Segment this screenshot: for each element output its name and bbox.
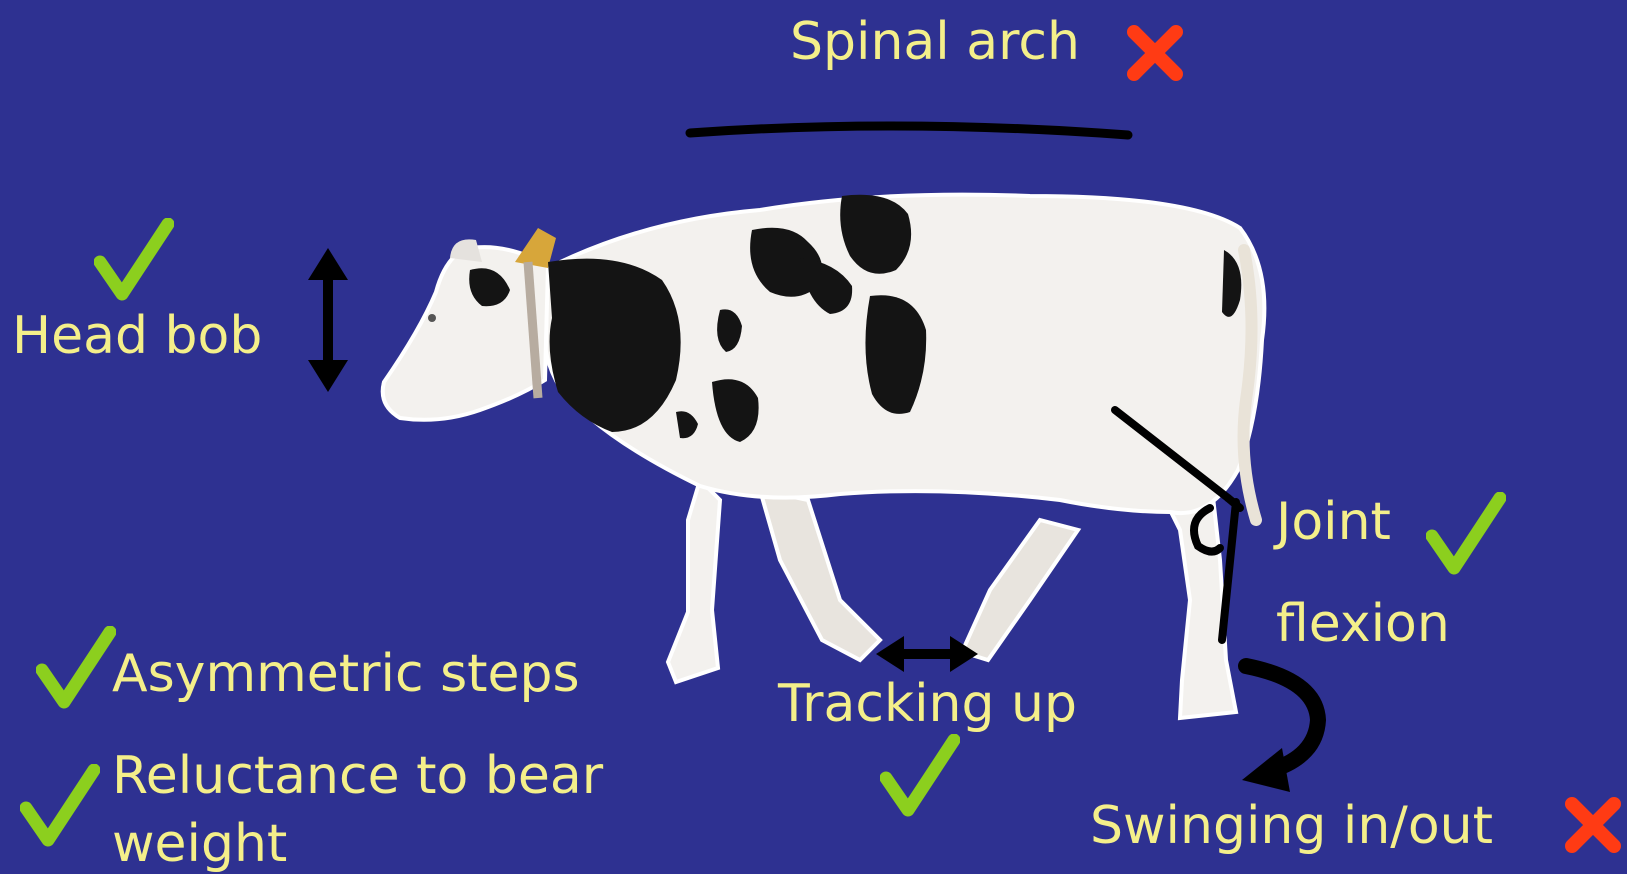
swinging-label: Swinging in/out — [1090, 800, 1493, 852]
swinging-cross-icon — [1564, 796, 1622, 854]
head-bob-arrow — [308, 248, 348, 392]
tracking-up-arrow — [876, 636, 978, 672]
cow-illustration — [383, 195, 1265, 718]
spinal-arch-label: Spinal arch — [790, 16, 1080, 68]
cow-front-leg — [668, 480, 720, 682]
spinal-arch-cross-icon — [1126, 24, 1184, 82]
reluctance-label-line2: weight — [112, 818, 287, 870]
tracking-up-label: Tracking up — [778, 678, 1077, 730]
head-bob-label: Head bob — [12, 310, 262, 362]
joint-label: Joint — [1276, 496, 1391, 548]
spinal-arch-line — [690, 126, 1128, 135]
joint-check-icon — [1426, 492, 1506, 576]
swinging-arrow — [1242, 666, 1318, 792]
head-bob-check-icon — [94, 218, 174, 302]
cow-front-leg-rear — [760, 490, 880, 660]
cow-head — [383, 247, 548, 420]
reluctance-check-icon — [20, 764, 100, 848]
asymmetric-steps-label: Asymmetric steps — [112, 648, 580, 700]
tracking-up-check-icon — [880, 734, 960, 818]
cow-spot — [548, 259, 681, 432]
reluctance-label-line1: Reluctance to bear — [112, 750, 603, 802]
cow-eye — [428, 314, 436, 322]
flexion-label: flexion — [1276, 598, 1450, 650]
asymmetric-steps-check-icon — [36, 626, 116, 710]
cow-hind-leg-front — [962, 520, 1078, 660]
